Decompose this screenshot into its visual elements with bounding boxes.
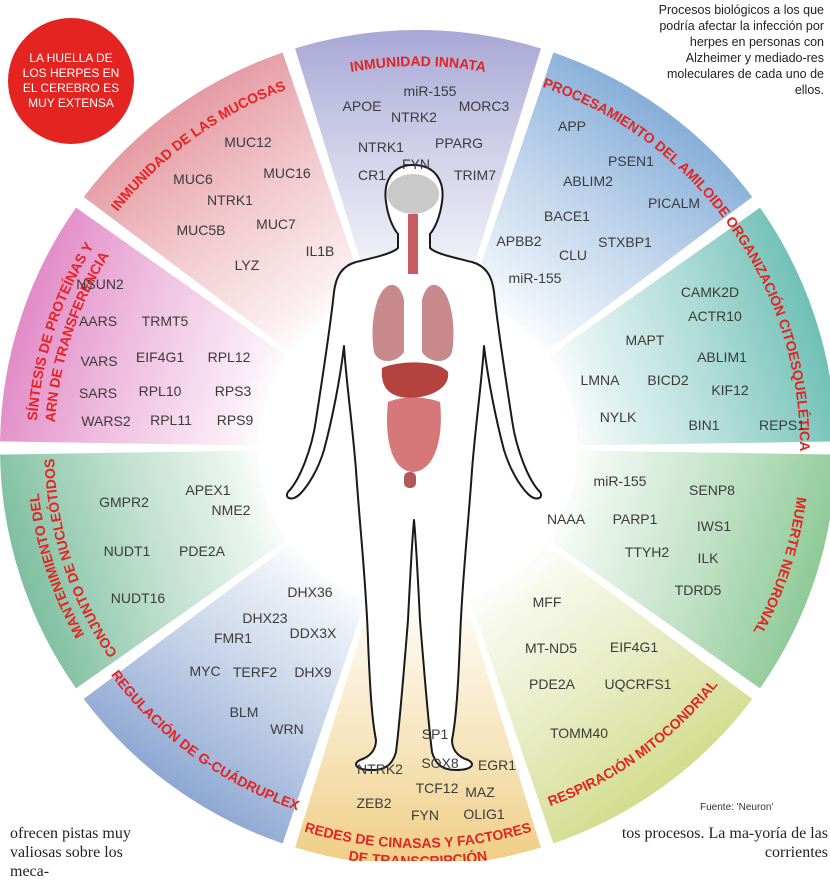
gene-label: NAAA [547, 511, 586, 527]
gene-label: MUC5B [176, 222, 225, 238]
gene-label: MYC [189, 663, 220, 679]
gene-label: RPL12 [208, 349, 251, 365]
gene-label: TERF2 [233, 664, 278, 680]
gene-label: NSUN2 [76, 276, 124, 292]
gene-label: MAZ [465, 784, 495, 800]
gene-label: OLIG1 [463, 806, 504, 822]
article-text-left: ofrecen pistas muy valiosas sobre los me… [10, 824, 160, 881]
gene-label: BACE1 [544, 208, 590, 224]
gene-label: ABLIM1 [697, 349, 747, 365]
gene-label: EIF4G1 [136, 349, 184, 365]
source-note: Fuente: 'Neuron' [700, 802, 773, 813]
gene-label: PDE2A [179, 543, 226, 559]
gene-label: VARS [80, 353, 117, 369]
headline-badge: LA HUELLA DE LOS HERPES EN EL CEREBRO ES… [8, 18, 134, 144]
gene-label: DHX36 [287, 584, 332, 600]
gene-label: LMNA [581, 372, 621, 388]
gene-label: CLU [559, 247, 587, 263]
gene-label: miR-155 [594, 473, 647, 489]
trachea-icon [408, 214, 418, 274]
gene-label: PDE2A [529, 676, 576, 692]
gene-label: SOX8 [421, 755, 459, 771]
process-wheel: INMUNIDAD INNATAmiR-155APOENTRK2MORC3NTR… [0, 0, 830, 861]
gene-label: SENP8 [689, 482, 735, 498]
gene-label: RPL11 [150, 412, 192, 428]
gene-label: IL1B [306, 243, 335, 259]
rectum-icon [404, 472, 416, 488]
gene-label: TRIM7 [454, 167, 496, 183]
gene-label: DHX9 [294, 664, 332, 680]
gene-label: APP [558, 118, 586, 134]
gene-label: SARS [79, 385, 117, 401]
gene-label: EIF4G1 [610, 639, 658, 655]
gene-label: NUDT16 [111, 590, 166, 606]
gene-label: UQCRFS1 [605, 676, 672, 692]
gene-label: MUC16 [263, 165, 311, 181]
gene-label: TOMM40 [550, 725, 608, 741]
gene-label: WARS2 [81, 413, 130, 429]
gene-label: REPS1 [759, 417, 805, 433]
gene-label: DDX3X [290, 625, 337, 641]
gene-label: MORC3 [459, 98, 510, 114]
gene-label: NYLK [600, 409, 637, 425]
article-text-right: tos procesos. La ma-yoría de las corrien… [618, 824, 828, 862]
gene-label: SP1 [422, 726, 449, 742]
gene-label: ZEB2 [356, 795, 391, 811]
gene-label: EGR1 [478, 757, 516, 773]
gene-label: DHX23 [242, 610, 287, 626]
gene-label: MT-ND5 [525, 640, 577, 656]
gene-label: AARS [79, 313, 117, 329]
gene-label: TDRD5 [675, 582, 722, 598]
gene-label: NUDT1 [104, 543, 151, 559]
gene-label: MUC6 [173, 171, 213, 187]
gene-label: TCF12 [416, 780, 459, 796]
gene-label: MUC7 [256, 216, 296, 232]
gene-label: KIF12 [711, 382, 749, 398]
gene-label: MFF [533, 594, 562, 610]
gene-label: CR1 [358, 167, 386, 183]
gene-label: RPL10 [139, 383, 182, 399]
gene-label: PSEN1 [608, 153, 654, 169]
gene-label: ILK [697, 550, 719, 566]
gene-label: APOE [343, 98, 382, 114]
gene-label: STXBP1 [598, 234, 652, 250]
gene-label: WRN [270, 721, 303, 737]
gene-label: BICD2 [647, 372, 688, 388]
gene-label: ACTR10 [688, 308, 742, 324]
gene-label: TRMT5 [142, 313, 189, 329]
gene-label: RPS9 [217, 412, 254, 428]
gene-label: NTRK1 [358, 139, 404, 155]
brain-icon [387, 174, 439, 214]
gene-label: GMPR2 [99, 494, 149, 510]
gene-label: TTYH2 [625, 544, 670, 560]
gene-label: BLM [230, 704, 259, 720]
gene-label: FMR1 [214, 630, 252, 646]
figure-caption: Procesos biológicos a los que podría afe… [640, 2, 824, 98]
headline-badge-text: LA HUELLA DE LOS HERPES EN EL CEREBRO ES… [18, 51, 124, 111]
gene-label: NTRK2 [391, 109, 437, 125]
gene-label: CAMK2D [681, 284, 739, 300]
gene-label: APEX1 [185, 482, 230, 498]
gene-label: BIN1 [688, 417, 719, 433]
gene-label: PICALM [648, 195, 700, 211]
gene-label: MAPT [626, 332, 665, 348]
gene-label: FYN [402, 156, 430, 172]
gene-label: PPARG [435, 135, 483, 151]
gene-label: MUC12 [224, 134, 272, 150]
gene-label: NME2 [212, 502, 251, 518]
gene-label: LYZ [235, 257, 260, 273]
gene-label: miR-155 [509, 270, 562, 286]
gene-label: miR-155 [404, 83, 457, 99]
gene-label: PARP1 [613, 511, 658, 527]
gene-label: NTRK2 [357, 761, 403, 777]
gene-label: ABLIM2 [563, 173, 613, 189]
gene-label: IWS1 [697, 518, 731, 534]
gene-label: RPS3 [215, 383, 252, 399]
gene-label: NTRK1 [207, 192, 253, 208]
gene-label: FYN [411, 807, 439, 823]
gene-label: APBB2 [496, 233, 541, 249]
